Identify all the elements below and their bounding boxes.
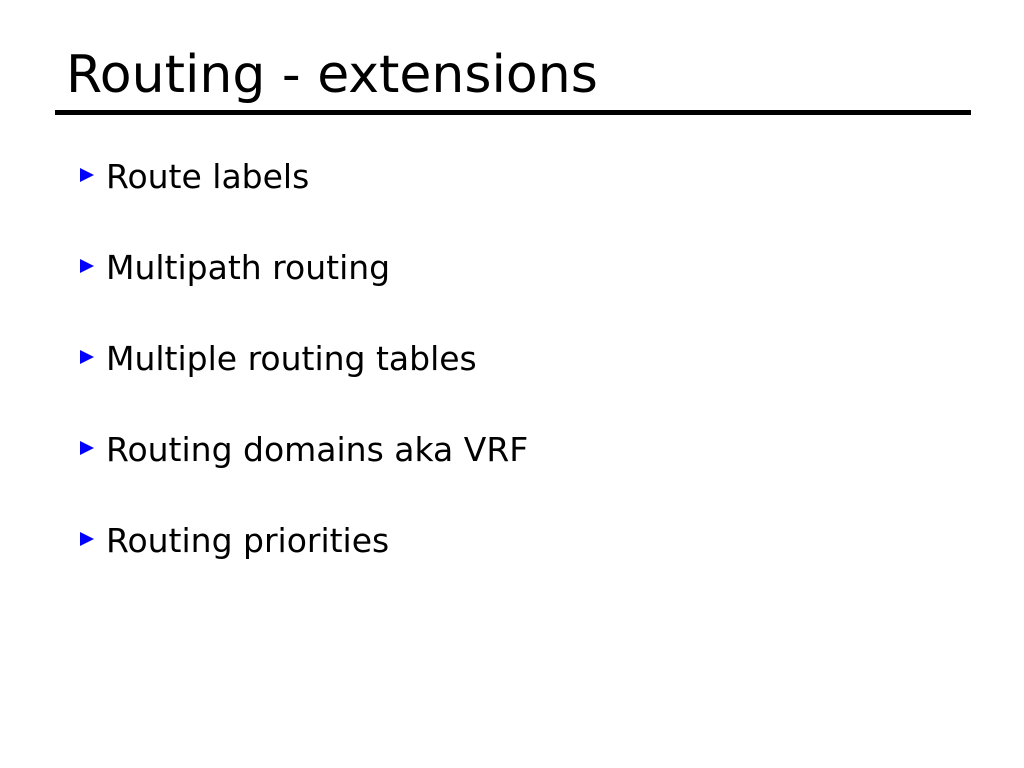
page-title: Routing - extensions <box>66 45 598 105</box>
list-item-label: Route labels <box>106 157 310 196</box>
triangle-right-icon <box>80 532 94 546</box>
list-item[interactable]: Multipath routing <box>80 251 980 342</box>
bullet-list: Route labels Multipath routing Multiple … <box>80 160 980 615</box>
list-item-label: Routing domains aka VRF <box>106 430 529 469</box>
list-item[interactable]: Routing priorities <box>80 524 980 615</box>
title-underline-rule <box>55 110 971 115</box>
triangle-right-icon <box>80 168 94 182</box>
list-item[interactable]: Routing domains aka VRF <box>80 433 980 524</box>
triangle-right-icon <box>80 441 94 455</box>
triangle-right-icon <box>80 259 94 273</box>
list-item-label: Routing priorities <box>106 521 390 560</box>
list-item[interactable]: Multiple routing tables <box>80 342 980 433</box>
list-item-label: Multiple routing tables <box>106 339 477 378</box>
list-item[interactable]: Route labels <box>80 160 980 251</box>
triangle-right-icon <box>80 350 94 364</box>
list-item-label: Multipath routing <box>106 248 391 287</box>
title-block: Routing - extensions <box>55 46 971 104</box>
